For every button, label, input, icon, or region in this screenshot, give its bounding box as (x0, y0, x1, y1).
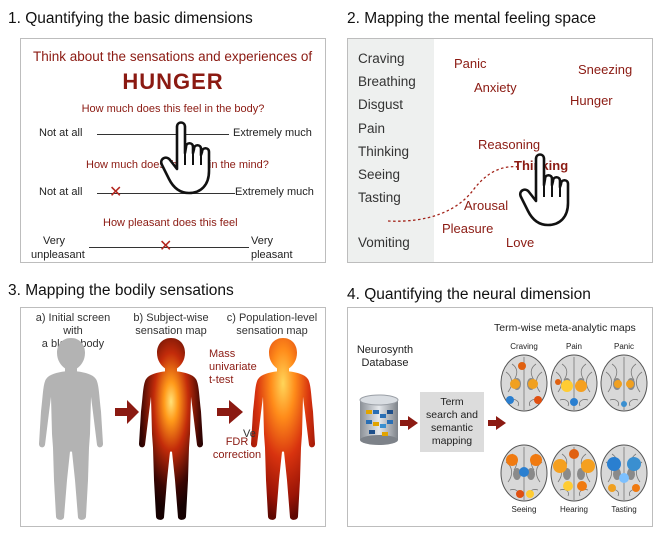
fdr-label: FDR correction (207, 436, 267, 462)
panel2-feeling-space: Craving Breathing Disgust Pain Thinking … (347, 38, 653, 263)
stat-test-line1: Mass (209, 348, 236, 360)
rating-target-word: HUNGER (122, 69, 224, 94)
panel3-title: 3. Mapping the bodily sensations (8, 282, 234, 299)
scale1-slider[interactable] (97, 134, 229, 135)
term-search-line1: Term (440, 396, 464, 408)
placed-term[interactable]: Reasoning (478, 137, 541, 152)
placed-term[interactable]: Hunger (570, 93, 613, 108)
brain-maps (500, 354, 648, 502)
term-list-item[interactable]: Seeing (358, 167, 401, 182)
drag-path (387, 165, 521, 222)
term-list-item[interactable]: Thinking (358, 144, 410, 159)
placed-term[interactable]: Pleasure (442, 221, 494, 236)
panel4-title: 4. Quantifying the neural dimension (347, 286, 591, 303)
brain-map-label: Hearing (559, 505, 588, 514)
database-label-line2: Database (361, 357, 409, 369)
brain-map-label: Panic (613, 342, 634, 351)
caption-a-line1: a) Initial screen with (35, 312, 111, 337)
body-silhouettes (39, 338, 315, 520)
brain-map-label: Craving (510, 342, 538, 351)
fdr-line1: FDR (225, 436, 249, 448)
term-search-line3: semantic (430, 422, 473, 434)
term-list-item[interactable]: Pain (358, 121, 386, 136)
question-body: How much does this feel in the body? (81, 103, 265, 115)
placed-term[interactable]: Anxiety (474, 80, 517, 95)
placed-term[interactable]: Sneezing (578, 62, 633, 77)
caption-c-line1: c) Population-level (226, 312, 318, 324)
term-list-item[interactable]: Vomiting (358, 235, 410, 250)
scale3-right-label-2: pleasant (251, 249, 293, 261)
arrow-right-icon (115, 400, 139, 424)
fdr-line2: correction (212, 449, 262, 461)
rating-prompt: Think about the sensations and experienc… (33, 49, 313, 64)
term-search-box (420, 392, 484, 452)
caption-b-line1: b) Subject-wise (133, 312, 209, 324)
term-search-line2: search and (426, 409, 478, 421)
term-list-item[interactable]: Tasting (358, 190, 401, 205)
panel3-body-maps: a) Initial screen with a blank body b) S… (20, 307, 326, 527)
placed-term[interactable]: Arousal (464, 198, 509, 213)
caption-b: b) Subject-wise sensation map (125, 312, 217, 338)
term-search-label: Term search and semantic mapping (420, 396, 484, 448)
term-list-column (348, 39, 434, 262)
scale3-right-label-1: Very (251, 235, 274, 247)
scale1-right-label: Extremely much (233, 127, 312, 139)
brain-map-label: Pain (565, 342, 582, 351)
scale3-mark: ✕ (159, 238, 173, 255)
question-pleasant: How pleasant does this feel (103, 217, 238, 229)
hand-pointer-icon (160, 121, 211, 195)
term-search-line4: mapping (431, 435, 473, 447)
arrow-right-icon (488, 416, 506, 430)
caption-b-line2: sensation map (135, 325, 207, 337)
scale2-slider[interactable] (97, 193, 235, 194)
subject-heatmap-body (139, 338, 203, 520)
panel2-title: 2. Mapping the mental feeling space (347, 10, 597, 27)
scale2-left-label: Not at all (39, 186, 83, 198)
term-list-item[interactable]: Craving (358, 51, 405, 66)
arrow-right-icon (217, 400, 243, 424)
database-label: Neurosynth Database (352, 344, 418, 370)
stat-test-label: Mass univariate t-test (209, 348, 267, 387)
caption-c-line2: sensation map (236, 325, 308, 337)
hand-pointer-icon (519, 153, 570, 227)
database-label-line1: Neurosynth (356, 344, 414, 356)
caption-c: c) Population-level sensation map (219, 312, 325, 338)
meta-map-title: Term-wise meta-analytic maps (494, 322, 636, 334)
placed-term[interactable]: Panic (454, 56, 487, 71)
scale3-left-label-2: unpleasant (31, 249, 85, 261)
arrow-right-icon (400, 416, 418, 430)
partial-label: Ve (243, 428, 256, 440)
term-list-item[interactable]: Disgust (358, 97, 404, 112)
term-list-item[interactable]: Breathing (358, 74, 416, 89)
panel4-neural: Neurosynth Database Term search and sema… (347, 307, 653, 527)
panel1-rating-screen: Think about the sensations and experienc… (20, 38, 326, 263)
scale3-left-label-1: Very (43, 235, 66, 247)
stat-test-line2: univariate (209, 361, 257, 373)
placed-term[interactable]: Love (506, 235, 535, 250)
scale2-mark: ✕ (109, 184, 123, 201)
brain-map-label: Seeing (511, 505, 537, 514)
database-icon (359, 394, 399, 445)
panel1-title: 1. Quantifying the basic dimensions (8, 10, 253, 27)
scale1-left-label: Not at all (39, 127, 83, 139)
blank-body (39, 338, 103, 520)
stat-test-line3: t-test (209, 374, 234, 386)
brain-map-label: Tasting (611, 505, 637, 514)
scale3-slider[interactable] (89, 247, 249, 248)
scale2-right-label: Extremely much (235, 186, 314, 198)
